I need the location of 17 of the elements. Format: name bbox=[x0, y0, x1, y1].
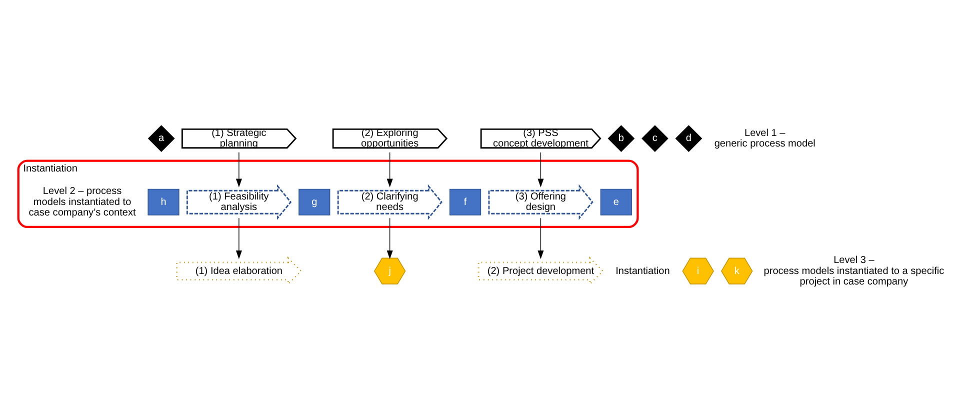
label: Level 3 – process models instantiated to a specific project in case company bbox=[764, 254, 944, 288]
node-diamond: d bbox=[675, 124, 702, 152]
arrow bbox=[538, 217, 544, 259]
arrow bbox=[538, 152, 544, 187]
node-box: e bbox=[600, 188, 632, 215]
node-box: f bbox=[449, 188, 482, 215]
node-box: h bbox=[148, 188, 180, 215]
node-diamond: c bbox=[642, 124, 668, 152]
node-diamond: a bbox=[148, 124, 175, 152]
node-box: g bbox=[298, 188, 330, 215]
arrow bbox=[236, 217, 242, 259]
arrow bbox=[386, 152, 393, 187]
label: Level 1 – generic process model bbox=[714, 127, 816, 150]
arrow bbox=[386, 217, 393, 259]
arrow bbox=[236, 152, 242, 187]
label: Instantiation bbox=[616, 265, 670, 276]
node-diamond: b bbox=[608, 124, 635, 152]
